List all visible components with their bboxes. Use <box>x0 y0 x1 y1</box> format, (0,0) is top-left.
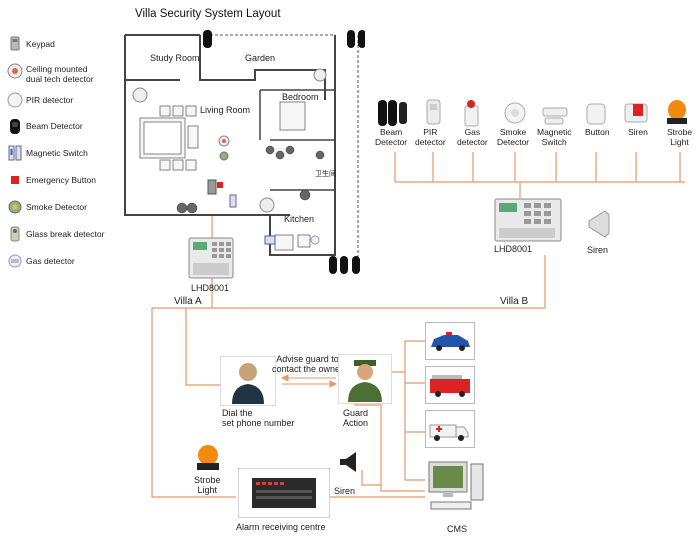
legend-label: Magnetic Switch <box>26 148 88 158</box>
legend-item-gas: Gas detector <box>6 252 126 272</box>
legend-item-beam: Beam Detector <box>6 117 126 137</box>
room-label-garden: Garden <box>245 53 276 63</box>
villa-b-panel-icon <box>494 198 562 242</box>
legend-item-smoke: Smoke Detector <box>6 198 126 218</box>
villa-floorplan <box>124 30 365 274</box>
villa-b-label: Villa B <box>500 296 529 307</box>
legend-label: Glass break detector <box>26 229 105 239</box>
legend-label: Gas detector <box>26 256 75 266</box>
diagram-title: Villa Security System Layout <box>135 8 281 20</box>
emergency-button-icon <box>11 176 19 184</box>
owner-phone-icon <box>220 356 276 406</box>
legend-item-magnetic: Magnetic Switch <box>6 144 126 164</box>
siren-icon <box>624 103 648 123</box>
villa-b-device-icons <box>378 99 687 127</box>
smoke-detector-icon <box>504 102 526 124</box>
button-icon <box>586 103 606 125</box>
dual-tech-detector-icon <box>7 63 23 79</box>
pir-detector-icon <box>7 92 23 108</box>
room-label-bathroom: 卫生间 <box>315 171 336 178</box>
beam-detector-icon <box>378 100 407 126</box>
guard-icon <box>338 354 392 404</box>
cms-computer-icon <box>428 461 484 510</box>
villa-b-siren-label: Siren <box>587 245 609 255</box>
room-label-bedroom: Bedroom <box>282 92 319 102</box>
glass-break-detector-icon <box>10 226 20 242</box>
siren-icon <box>340 452 356 472</box>
legend-label: Beam Detector <box>26 121 83 131</box>
police-car-icon <box>425 322 475 360</box>
villa-b-siren-icon <box>588 210 610 238</box>
magnetic-switch-icon <box>542 107 568 125</box>
pir-detector-icon <box>426 99 441 125</box>
legend-label: Keypad <box>26 39 55 49</box>
legend-label: Smoke Detector <box>26 202 87 212</box>
siren-label: Siren <box>334 486 356 496</box>
room-label-living: Living Room <box>200 105 251 115</box>
legend-item-emergency: Emergency Button <box>6 171 126 191</box>
strobe-light-icon <box>197 445 219 470</box>
alarm-receiving-centre-icon <box>238 468 330 518</box>
legend-label: PIR detector <box>26 95 74 105</box>
device-label: Siren <box>628 127 648 137</box>
legend-label: Emergency Button <box>26 175 96 185</box>
villa-a-label: Villa A <box>174 296 202 307</box>
device-label: Button <box>585 127 610 137</box>
ambulance-icon <box>425 410 475 448</box>
villa-b-panel-label: LHD8001 <box>494 244 533 254</box>
fire-truck-icon <box>425 366 475 404</box>
alarm-receiving-centre-label: Alarm receiving centre <box>236 522 326 532</box>
keypad-icon <box>10 36 20 51</box>
smoke-detector-icon <box>8 200 22 214</box>
cms-label: CMS <box>447 524 467 534</box>
legend-item-keypad: Keypad <box>6 35 126 55</box>
room-label-study: Study Room <box>150 53 200 63</box>
pir-detector-icon <box>132 87 148 103</box>
legend-item-glass-break: Glass break detector <box>6 225 126 245</box>
gas-detector-icon <box>464 100 479 127</box>
strobe-light-icon <box>667 100 687 124</box>
villa-a-panel-icon <box>188 237 234 279</box>
villa-a-panel-label: LHD8001 <box>191 283 230 293</box>
beam-detector-icon <box>10 119 20 134</box>
legend-item-pir: PIR detector <box>6 91 126 111</box>
magnetic-switch-icon <box>8 145 22 161</box>
gas-detector-icon <box>8 254 22 268</box>
room-label-kitchen: Kitchen <box>284 214 315 224</box>
